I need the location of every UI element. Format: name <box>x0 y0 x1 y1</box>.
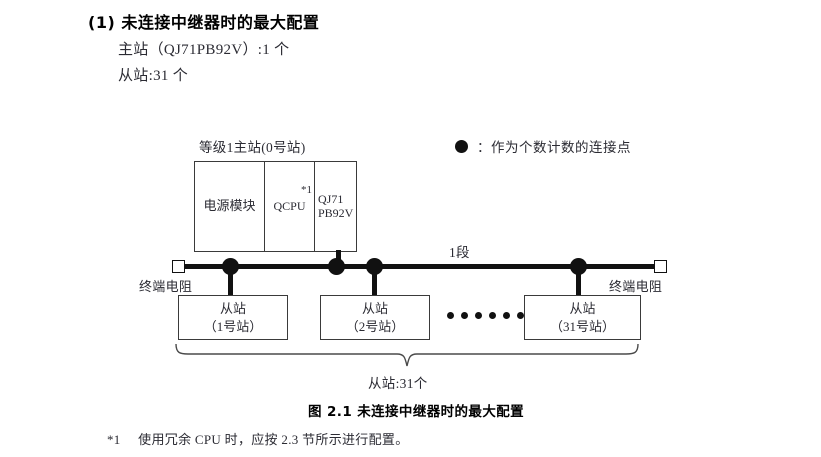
terminator-right-label: 终端电阻 <box>609 279 663 294</box>
slave-station-number: （2号站） <box>345 318 405 334</box>
spec-master-count: 主站（QJ71PB92V）:1 个 <box>118 42 290 58</box>
qcpu-footnote-mark: *1 <box>301 184 312 196</box>
section-heading: (1) 未连接中继器时的最大配置 <box>88 13 320 32</box>
footnote-text: 使用冗余 CPU 时，应按 2.3 节所示进行配置。 <box>138 432 409 447</box>
ellipsis-dot <box>517 312 524 319</box>
ellipsis-dot <box>447 312 454 319</box>
footnote-mark: *1 <box>107 432 121 447</box>
slave-station-box: 从站 （2号站） <box>320 295 430 340</box>
qcpu-cell: QCPU *1 <box>265 162 315 251</box>
module-label-line2: PB92V <box>318 205 354 220</box>
spec-slave-count: 从站:31 个 <box>118 68 189 84</box>
slave-title: 从站 <box>569 300 596 316</box>
slave-title: 从站 <box>219 300 246 316</box>
filled-circle-icon <box>455 139 468 153</box>
slave-range-brace <box>175 344 639 367</box>
slave-station-box: 从站 （31号站） <box>524 295 641 340</box>
ellipsis-dot <box>475 312 482 319</box>
slave-2-drop-stem <box>372 266 377 296</box>
slave-station-number: （31号站） <box>549 318 615 334</box>
ellipsis-dot <box>489 312 496 319</box>
master-station-box: 电源模块 QCPU *1 QJ71 PB92V <box>194 161 357 252</box>
segment-label: 1段 <box>449 245 470 260</box>
square-resistor-icon-right <box>654 260 667 273</box>
figure-caption: 图 2.1 未连接中继器时的最大配置 <box>308 404 525 420</box>
legend: ：作为个数计数的连接点 <box>455 136 631 156</box>
qj71pb92v-cell: QJ71 PB92V <box>315 162 356 251</box>
module-label-line1: QJ71 <box>318 192 344 207</box>
square-resistor-icon-left <box>172 260 185 273</box>
power-module-label: 电源模块 <box>203 198 256 214</box>
ellipsis-dot <box>461 312 468 319</box>
slave-title: 从站 <box>361 300 388 316</box>
footnote: *1 使用冗余 CPU 时，应按 2.3 节所示进行配置。 <box>107 429 409 448</box>
qcpu-label: QCPU <box>273 198 306 213</box>
slave-station-number: （1号站） <box>203 318 263 334</box>
terminator-left-label: 终端电阻 <box>139 279 193 294</box>
slave-station-box: 从站 （1号站） <box>178 295 288 340</box>
master-station-caption: 等级1主站(0号站) <box>199 140 306 155</box>
slave-total-label: 从站:31个 <box>368 376 428 391</box>
slave-31-drop-stem <box>576 266 581 296</box>
trunk-bus-line <box>184 264 657 269</box>
connection-node-master <box>328 258 345 275</box>
power-module-cell: 电源模块 <box>195 162 265 251</box>
slave-1-drop-stem <box>228 266 233 296</box>
ellipsis-dot <box>503 312 510 319</box>
ellipsis-dots <box>447 312 524 319</box>
legend-label: ：作为个数计数的连接点 <box>477 140 631 155</box>
